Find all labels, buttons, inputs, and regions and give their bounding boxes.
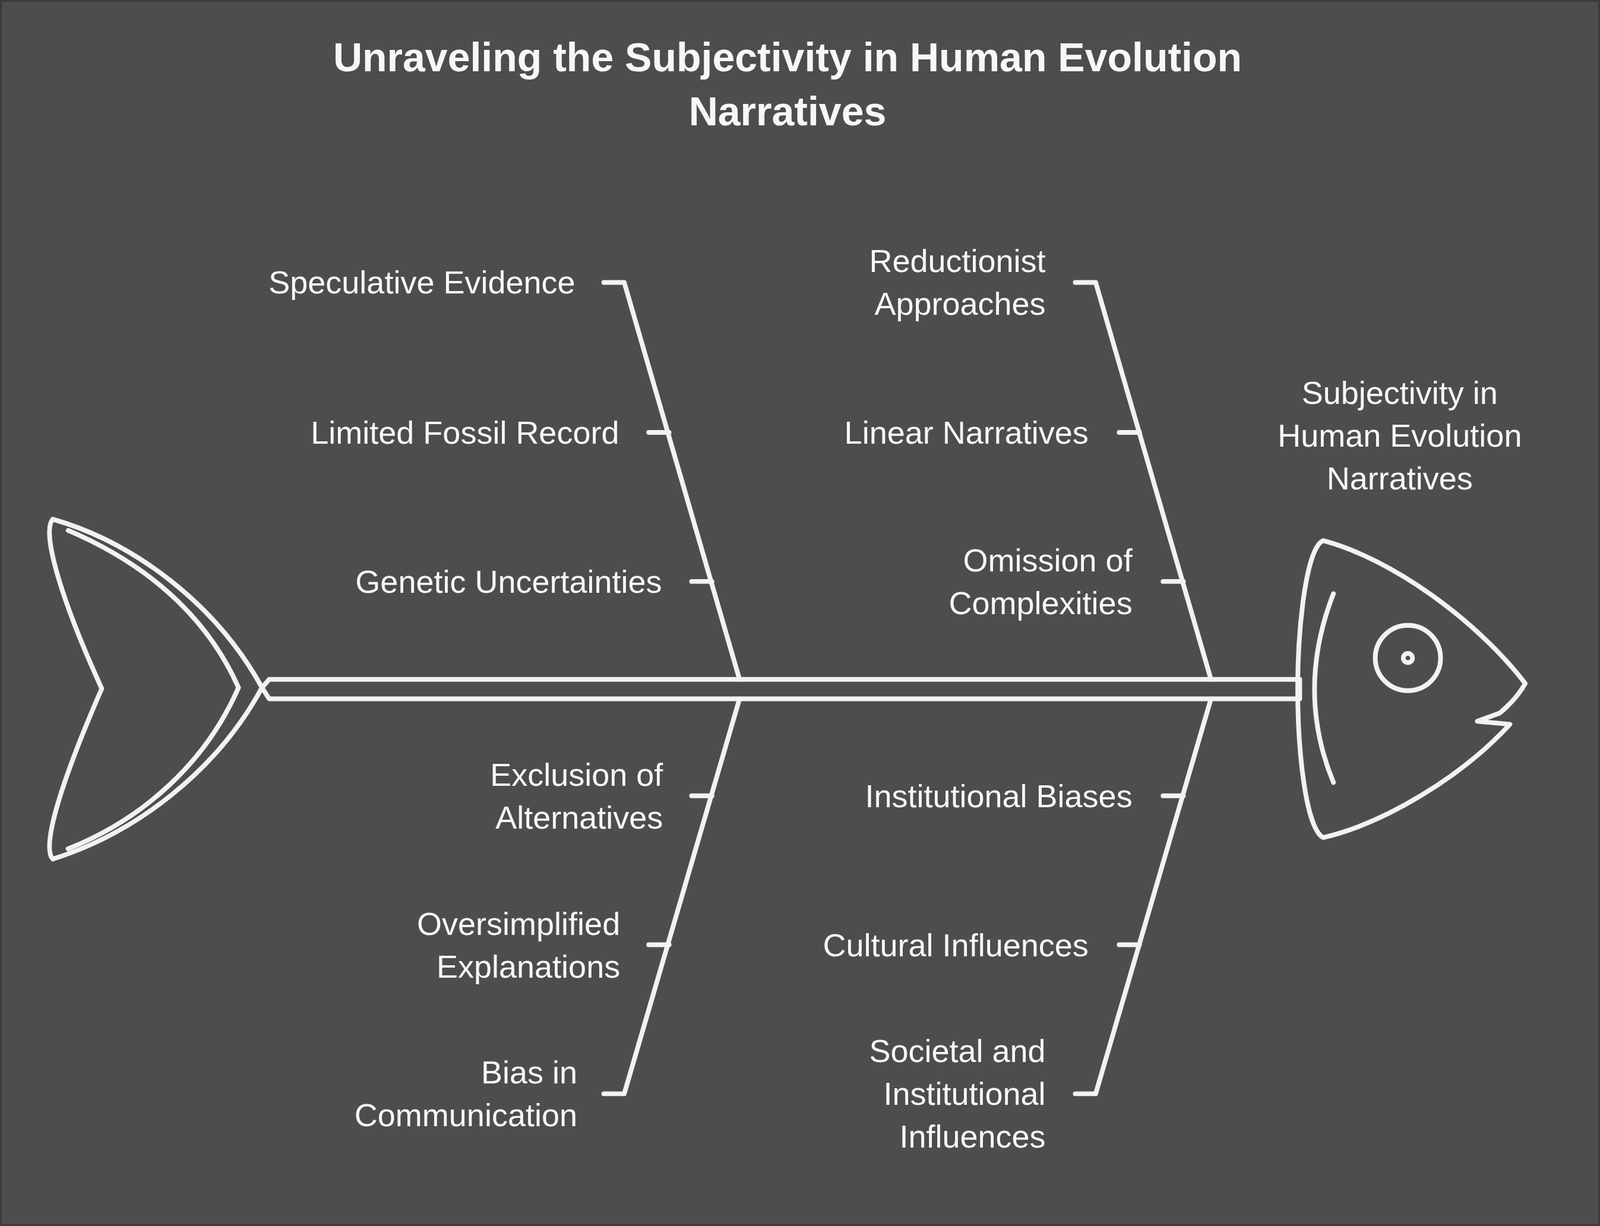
cause-label: Cultural Influences — [823, 923, 1089, 967]
fish-spine — [261, 679, 1300, 700]
effect-label: Subjectivity in Human Evolution Narrativ… — [1257, 371, 1543, 500]
eye — [1375, 625, 1441, 691]
cause-label: Speculative Evidence — [268, 260, 575, 304]
pupil — [1403, 653, 1413, 663]
cause-label: Oversimplified Explanations — [340, 902, 621, 988]
cause-label: Bias in Communication — [310, 1050, 578, 1137]
cause-label: Linear Narratives — [844, 410, 1089, 454]
fish-tail — [49, 519, 262, 859]
cause-label: Limited Fossil Record — [310, 410, 619, 454]
bone — [1074, 698, 1211, 1094]
cause-label: Genetic Uncertainties — [355, 560, 662, 603]
cause-label: Societal and Institutional Influences — [766, 1029, 1046, 1158]
diagram-title: Unraveling the Subjectivity in Human Evo… — [312, 30, 1263, 139]
gill-arc — [1314, 593, 1334, 783]
cause-label: Institutional Biases — [864, 774, 1132, 818]
cause-label: Exclusion of Alternatives — [413, 753, 663, 839]
head-outline — [1297, 540, 1526, 838]
cause-label: Reductionist Approaches — [790, 239, 1046, 325]
cause-label: Omission of Complexities — [865, 538, 1133, 625]
fish-tail-inner — [68, 530, 239, 849]
fish-head-shape — [1297, 537, 1528, 840]
fish-head: Subjectivity in Human Evolution Narrativ… — [1297, 537, 1528, 840]
bone — [604, 282, 741, 679]
bone-tick — [648, 432, 1184, 945]
